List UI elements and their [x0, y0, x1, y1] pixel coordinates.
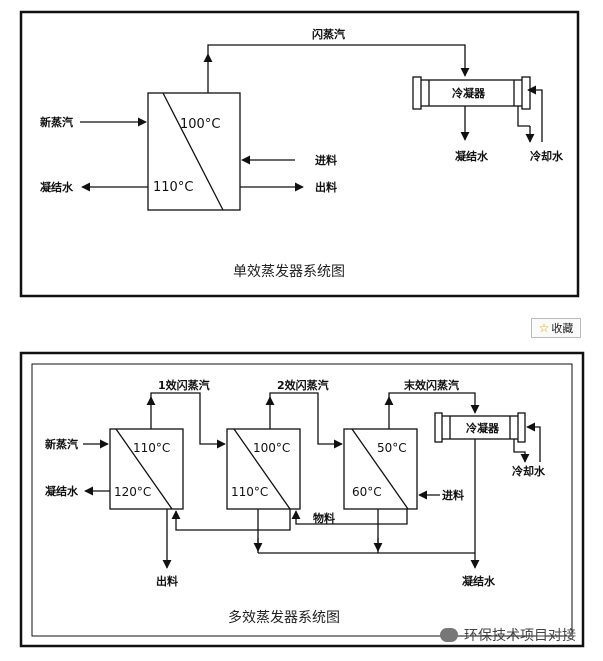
evaporator-2-top-temp: 100°C	[253, 441, 290, 455]
evaporator-1	[109, 428, 184, 510]
evaporator-divider	[162, 92, 224, 211]
stage2-flash-label: 2效闪蒸汽	[277, 378, 329, 392]
evaporator-3	[343, 428, 418, 510]
condensate-label: 凝结水	[40, 180, 74, 194]
discharge-label: 出料	[315, 180, 337, 194]
feed-in-label: 进料	[315, 153, 337, 167]
favorite-button[interactable]: ☆ 收藏	[531, 318, 581, 338]
condenser-out-label: 凝结水	[455, 149, 489, 163]
star-icon: ☆	[538, 321, 550, 335]
evaporator-1-bottom-temp: 120°C	[114, 485, 151, 499]
stage1-flash-line	[150, 392, 226, 449]
evaporator-1-divider	[115, 428, 173, 510]
diagram1-frame	[19, 10, 580, 298]
cooling-water-out-2	[513, 439, 530, 463]
diagram2-inner-frame	[31, 363, 573, 637]
multi-effect-diagram: 110°C 120°C 100°C 110°C 50°C 60°C 新蒸汽 凝结…	[19, 351, 585, 648]
transfer-label: 物料	[313, 511, 335, 525]
evaporator-bottom-temp: 110°C	[153, 180, 193, 195]
evaporator-3-top-temp: 50°C	[377, 441, 407, 455]
evaporator-3-divider	[351, 428, 409, 510]
condenser-out-label-2: 凝结水	[462, 574, 496, 588]
evaporator-2	[226, 428, 301, 510]
watermark: 环保技术项目对接	[440, 625, 576, 645]
transfer-3-to-2	[291, 509, 408, 525]
feed-in-label-2: 进料	[442, 488, 464, 502]
evaporator	[147, 92, 241, 211]
flash-steam-line	[207, 44, 470, 77]
evaporator-2-bottom-temp: 110°C	[231, 485, 268, 499]
evaporator-3-bottom-temp: 60°C	[352, 485, 382, 499]
wechat-icon	[440, 628, 458, 642]
fresh-steam-label-2: 新蒸汽	[45, 437, 78, 451]
flash-steam-label: 闪蒸汽	[312, 27, 345, 41]
evaporator-1-top-temp: 110°C	[133, 441, 170, 455]
watermark-text: 环保技术项目对接	[464, 628, 576, 644]
condensate-label-2: 凝结水	[45, 484, 79, 498]
condenser-label: 冷凝器	[452, 86, 486, 100]
condenser-2-label: 冷凝器	[466, 421, 500, 435]
stage1-flash-label: 1效闪蒸汽	[158, 378, 210, 392]
favorite-label: 收藏	[551, 322, 574, 335]
cooling-water-in-2	[526, 422, 541, 462]
single-effect-diagram: 100°C 110°C 闪蒸汽 新蒸汽 凝结水 进料 出料 冷凝器 凝结水	[19, 10, 580, 298]
cooling-water-in	[527, 85, 543, 142]
last-flash-line	[388, 392, 480, 414]
last-flash-label: 末效闪蒸汽	[403, 378, 459, 392]
discharge-label-2: 出料	[156, 574, 178, 588]
condenser	[412, 76, 531, 110]
evaporator-top-temp: 100°C	[180, 117, 220, 132]
condenser-2	[434, 412, 526, 443]
cooling-water-label: 冷却水	[530, 149, 564, 163]
diagram1-caption: 单效蒸发器系统图	[233, 264, 345, 280]
cooling-water-label-2: 冷却水	[512, 464, 546, 478]
transfer-2-to-1	[171, 509, 291, 531]
fresh-steam-label: 新蒸汽	[40, 115, 73, 129]
stage2-flash-line	[269, 392, 343, 449]
diagram2-caption: 多效蒸发器系统图	[228, 609, 340, 626]
cooling-water-out	[517, 106, 530, 127]
evaporator-2-divider	[233, 428, 291, 510]
diagram2-frame	[19, 351, 585, 648]
